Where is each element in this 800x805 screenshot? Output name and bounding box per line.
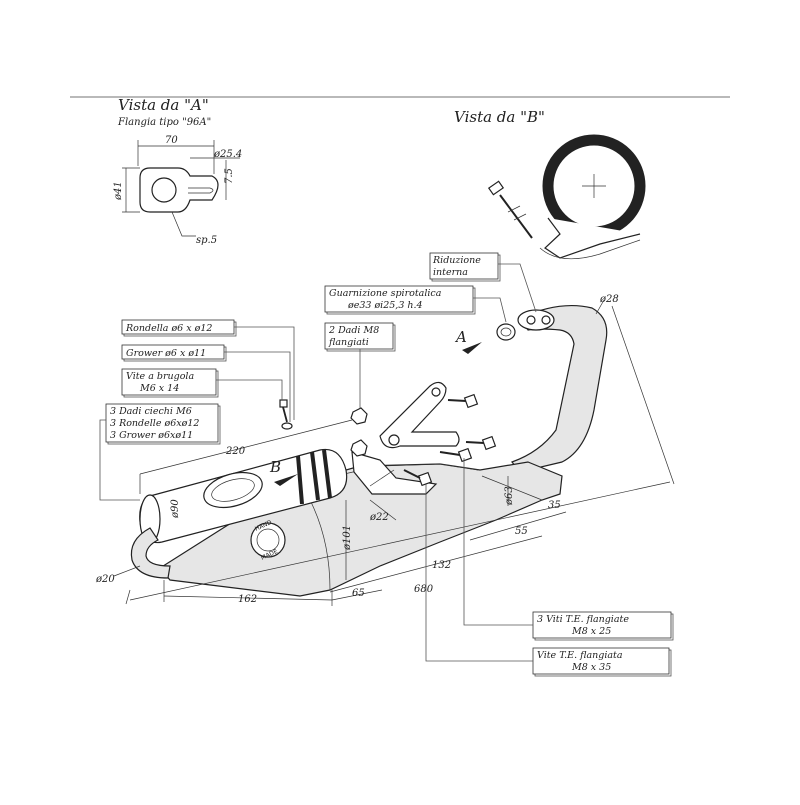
view-a-subtitle: Flangia tipo "96A" <box>117 117 211 128</box>
dim-70: 70 <box>165 135 178 146</box>
dim-680: 680 <box>414 584 434 595</box>
callout-vite-brugola <box>121 368 217 396</box>
dim-55: 55 <box>515 526 528 537</box>
view-b: Vista da "B" <box>454 108 646 260</box>
dim-25-4: ø25.4 <box>213 149 242 160</box>
bolt-m8-1 <box>463 393 479 409</box>
arrow-a-icon <box>462 342 482 354</box>
callout-rondella-line1: Rondella ø6 x ø12 <box>125 323 212 334</box>
exhaust-assembly: HAND MADE <box>130 304 608 597</box>
callout-vite-te <box>532 647 670 675</box>
view-arrows: A B <box>269 328 482 486</box>
bolt-m8-3 <box>457 447 473 463</box>
callout-dadi-m8-line1: 2 Dadi M8 <box>328 325 379 336</box>
hanger-bracket <box>379 381 460 449</box>
callout-vite-brugola-line1: Vite a brugola <box>126 371 194 382</box>
view-a-title: Vista da "A" <box>118 96 209 114</box>
callout-vite-te-line1: Vite T.E. flangiata <box>537 650 623 661</box>
dim-28: ø28 <box>599 294 619 305</box>
dim-101: ø101 <box>342 525 353 551</box>
callout-guarnizione-line2: øe33 øi25,3 h.4 <box>347 300 423 311</box>
callout-dadi-m8 <box>324 322 394 350</box>
callout-dadi-ciechi-line1: 3 Dadi ciechi M6 <box>110 406 192 417</box>
washer-icon <box>281 422 293 430</box>
end-bracket <box>544 217 641 259</box>
callout-vite-brugola-line2: M6 x 14 <box>139 383 179 394</box>
bolt-m8-35 <box>417 471 433 487</box>
callout-dadi-ciechi-line3: 3 Grower ø6xø11 <box>110 430 193 441</box>
callout-riduzione-line1: Riduzione <box>432 255 481 266</box>
dim-7-5: 7.5 <box>224 168 235 184</box>
header-pipe <box>511 304 608 473</box>
hand-made-badge-icon <box>250 522 286 558</box>
dim-22: ø22 <box>369 512 389 523</box>
arrow-a-label: A <box>454 328 467 346</box>
callout-dadi-m8-line2: flangiati <box>328 337 369 348</box>
view-b-title: Vista da "B" <box>454 108 545 126</box>
arrow-b-icon <box>274 474 298 486</box>
allen-screw-head <box>279 399 288 408</box>
brand-logo-icon <box>203 471 263 509</box>
dim-20: ø20 <box>95 574 115 585</box>
callout-vite-te-line2: M8 x 35 <box>571 662 611 673</box>
callout-guarnizione-line1: Guarnizione spirotalica <box>329 288 442 299</box>
can-mount-bracket <box>351 451 438 495</box>
dim-35: 35 <box>548 500 561 511</box>
callout-viti-te-line1: 3 Viti T.E. flangiate <box>537 614 629 625</box>
arrow-b-label: B <box>269 458 281 476</box>
dim-65: 65 <box>352 588 365 599</box>
dim-162: 162 <box>238 594 257 605</box>
callout-viti-te <box>532 611 672 639</box>
view-a: Vista da "A" Flangia tipo "96A" 70 ø25.4… <box>113 96 242 246</box>
expansion-chamber <box>159 461 563 597</box>
dimension-layer: 220 ø90 ø22 ø101 ø63 35 55 132 ø20 162 6… <box>95 294 675 606</box>
callout-viti-te-line2: M8 x 25 <box>571 626 611 637</box>
dim-thickness: sp.5 <box>196 235 217 246</box>
dim-63: ø63 <box>504 486 515 506</box>
tail-pipe <box>130 527 171 579</box>
dim-220: 220 <box>225 446 246 457</box>
nut-m8-1 <box>350 407 368 425</box>
spiral-gasket <box>496 323 516 341</box>
dim-132: 132 <box>432 560 451 571</box>
bracket-bolt-head <box>487 180 505 196</box>
callout-grower-line1: Grower ø6 x ø11 <box>126 348 206 359</box>
bolt-m8-2 <box>481 435 497 451</box>
callout-riduzione-line2: interna <box>433 267 468 278</box>
flange-bore <box>151 177 177 203</box>
flange-slot <box>188 187 214 194</box>
callout-dadi-ciechi <box>105 403 219 443</box>
inlet-flange <box>517 309 555 331</box>
nut-m8-2 <box>350 439 368 457</box>
callout-riduzione <box>429 252 499 280</box>
bracket-bolt-shaft <box>499 194 533 239</box>
dim-90: ø90 <box>170 499 181 519</box>
callout-guarnizione <box>324 285 474 313</box>
callouts: Riduzione interna Guarnizione spirotalic… <box>99 252 674 677</box>
dim-41: ø41 <box>113 181 124 201</box>
callout-dadi-ciechi-line2: 3 Rondelle ø6xø12 <box>110 418 199 429</box>
